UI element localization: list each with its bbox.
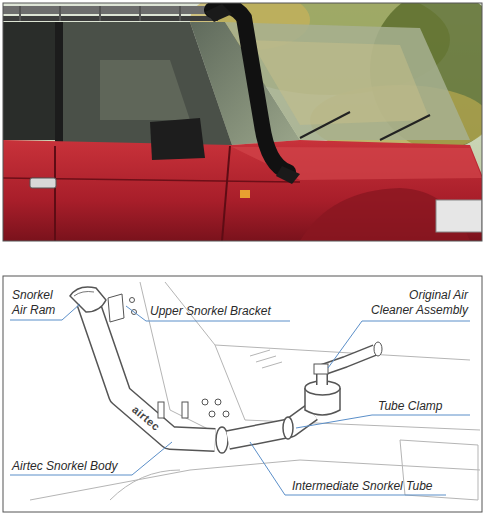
- part-label: Snorkel Air Ram: [12, 288, 62, 318]
- part-label: Intermediate Snorkel Tube: [292, 479, 433, 494]
- leader-lines: [10, 304, 470, 495]
- part-label: Tube Clamp: [378, 399, 442, 414]
- part-label: Original Air Cleaner Assembly: [368, 288, 468, 318]
- snorkel-drawing: [70, 287, 382, 453]
- vehicle-photo: [3, 3, 482, 241]
- part-label: Upper Snorkel Bracket: [150, 304, 271, 319]
- diagram-frame: [3, 276, 482, 512]
- brand-mark: airtec: [130, 403, 163, 433]
- part-label: Airtec Snorkel Body: [12, 459, 117, 474]
